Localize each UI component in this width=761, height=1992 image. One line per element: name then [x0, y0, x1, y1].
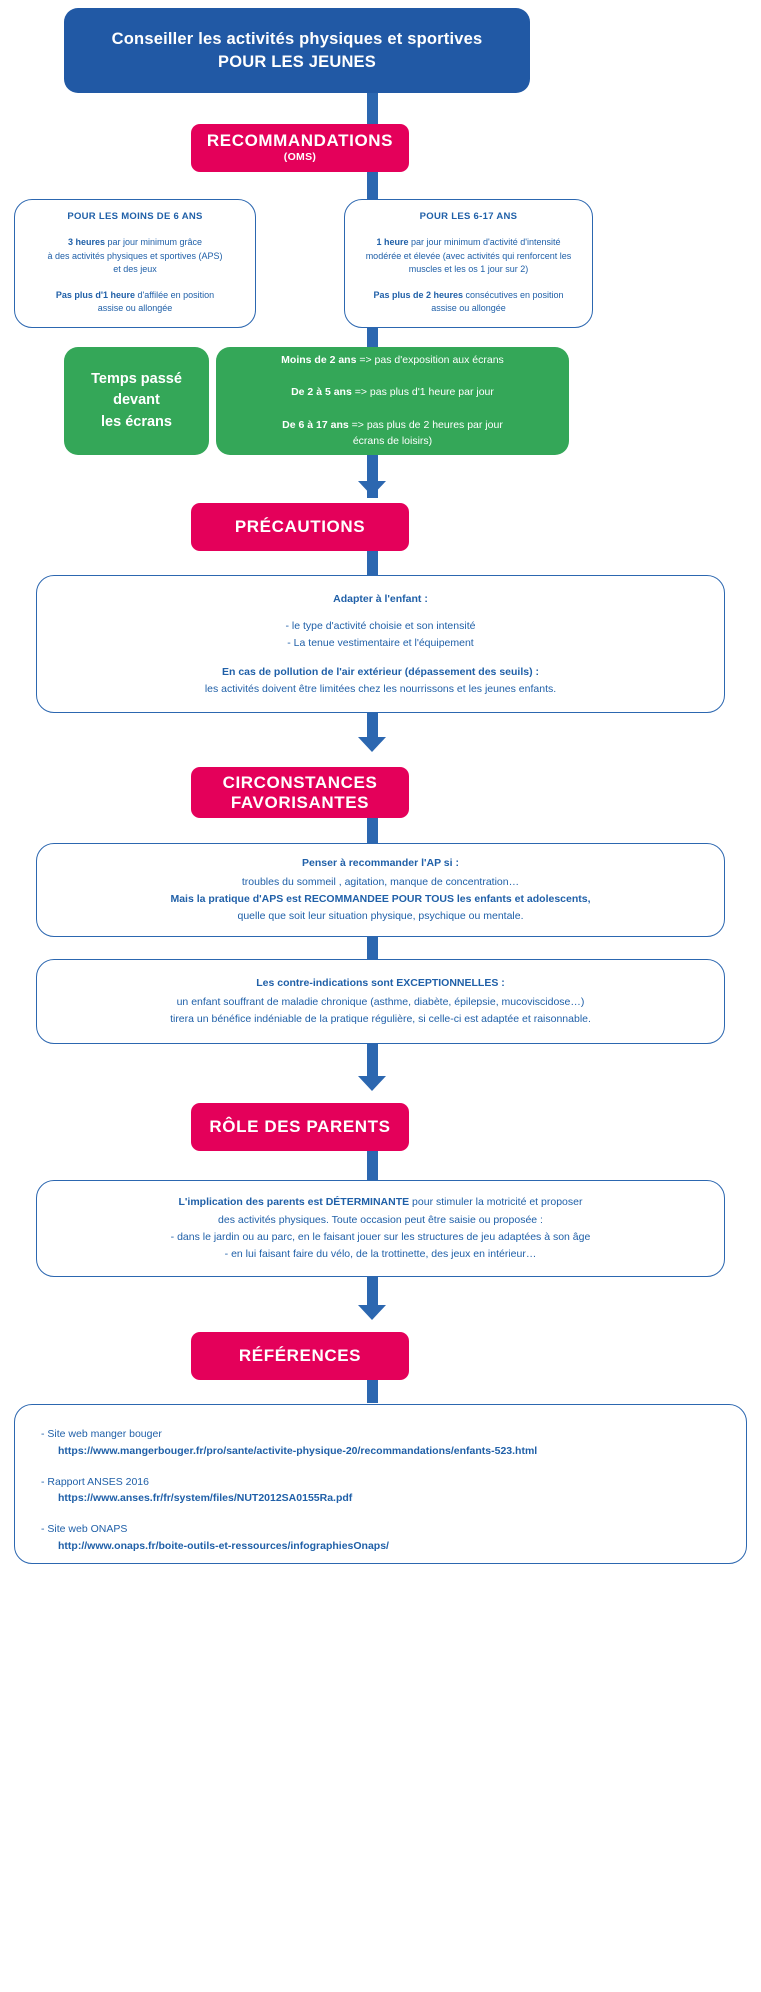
age-box-6-17-para1: 1 heure par jour minimum d'activité d'in… [365, 237, 572, 275]
reference-name-1: - Rapport ANSES 2016 [41, 1475, 149, 1488]
arrow-down-icon-1 [358, 481, 386, 496]
contre-indications-lead: Les contre-indications sont EXCEPTIONNEL… [256, 977, 505, 990]
page-title-line2: POUR LES JEUNES [218, 52, 376, 71]
connector-line-5 [367, 712, 378, 745]
section-heading-circonstances[interactable]: CIRCONSTANCES FAVORISANTES [191, 767, 409, 818]
circonstances-title-line2: FAVORISANTES [230, 792, 370, 812]
precautions-line1: - le type d'activité choisie et son inte… [285, 620, 476, 633]
parents-body-box: L'implication des parents est DÉTERMINAN… [36, 1180, 725, 1277]
role-parents-title: RÔLE DES PARENTS [209, 1117, 391, 1137]
connector-line-6 [367, 818, 378, 846]
section-heading-role-parents[interactable]: RÔLE DES PARENTS [191, 1103, 409, 1151]
age-box-under-6-para2: Pas plus d'1 heure d'affilée en position… [55, 289, 215, 314]
reference-item-0: - Site web manger bouger https://www.man… [41, 1427, 720, 1460]
age-box-6-17-heading: POUR LES 6-17 ANS [419, 211, 518, 223]
age-box-6-17-para2: Pas plus de 2 heures consécutives en pos… [373, 289, 564, 314]
circonstances-line1: troubles du sommeil , agitation, manque … [241, 876, 520, 889]
precautions-lead: Adapter à l'enfant : [333, 592, 428, 605]
arrow-down-icon-4 [358, 1305, 386, 1320]
connector-line-7 [367, 936, 378, 960]
age-box-under-6-heading: POUR LES MOINS DE 6 ANS [67, 211, 203, 223]
connector-line-4 [367, 551, 378, 576]
circonstances-title-line1: CIRCONSTANCES [222, 772, 378, 792]
reference-url-0[interactable]: https://www.mangerbouger.fr/pro/sante/ac… [58, 1444, 538, 1457]
precautions-title: PRÉCAUTIONS [234, 517, 366, 537]
screen-time-label-line2: devant [113, 392, 160, 409]
contre-indications-line2: tirera un bénéfice indéniable de la prat… [170, 1012, 591, 1025]
reference-name-2: - Site web ONAPS [41, 1523, 128, 1536]
parents-line1: des activités physiques. Toute occasion … [218, 1214, 543, 1227]
circonstances-line2: Mais la pratique d'APS est RECOMMANDEE P… [170, 893, 591, 905]
reference-url-1[interactable]: https://www.anses.fr/fr/system/files/NUT… [58, 1492, 353, 1505]
parents-line3: - en lui faisant faire du vélo, de la tr… [224, 1247, 537, 1260]
circonstances-body-box: Penser à recommander l'AP si : troubles … [36, 843, 725, 937]
screen-time-rule-2: De 6 à 17 ans => pas plus de 2 heures pa… [282, 419, 503, 447]
recommandations-subtitle: (OMS) [283, 150, 317, 163]
screen-time-label-line1: Temps passé [91, 371, 182, 388]
screen-time-rule-0: Moins de 2 ans => pas d'exposition aux é… [281, 353, 504, 366]
age-box-under-6: POUR LES MOINS DE 6 ANS 3 heures par jou… [14, 199, 256, 328]
circonstances-line3: quelle que soit leur situation physique,… [237, 909, 524, 922]
section-heading-recommandations[interactable]: RECOMMANDATIONS (OMS) [191, 124, 409, 172]
contre-indications-box: Les contre-indications sont EXCEPTIONNEL… [36, 959, 725, 1044]
section-heading-references[interactable]: RÉFÉRENCES [191, 1332, 409, 1380]
connector-line-1 [367, 93, 378, 128]
recommandations-title: RECOMMANDATIONS [206, 131, 394, 151]
references-box: - Site web manger bouger https://www.man… [14, 1404, 747, 1564]
connector-line-9 [367, 1151, 378, 1181]
screen-time-label: Temps passé devant les écrans [64, 347, 209, 455]
page-title-line1: Conseiller les activités physiques et sp… [111, 30, 483, 49]
reference-name-0: - Site web manger bouger [41, 1428, 162, 1440]
section-heading-precautions[interactable]: PRÉCAUTIONS [191, 503, 409, 551]
connector-line-10 [367, 1277, 378, 1312]
page-title-card: Conseiller les activités physiques et sp… [64, 8, 530, 93]
arrow-down-icon-2 [358, 737, 386, 752]
connector-line-11 [367, 1380, 378, 1403]
circonstances-lead: Penser à recommander l'AP si : [302, 857, 459, 870]
parents-lead: L'implication des parents est DÉTERMINAN… [178, 1196, 583, 1209]
precautions-line3: les activités doivent être limitées chez… [204, 682, 557, 695]
precautions-body-box: Adapter à l'enfant : - le type d'activit… [36, 575, 725, 713]
reference-item-1: - Rapport ANSES 2016 https://www.anses.f… [41, 1475, 720, 1508]
reference-item-2: - Site web ONAPS http://www.onaps.fr/boi… [41, 1522, 720, 1555]
age-box-6-17: POUR LES 6-17 ANS 1 heure par jour minim… [344, 199, 593, 328]
references-title: RÉFÉRENCES [238, 1346, 362, 1366]
reference-url-2[interactable]: http://www.onaps.fr/boite-outils-et-ress… [58, 1539, 389, 1552]
age-box-under-6-para1: 3 heures par jour minimum grâce à des ac… [47, 237, 223, 275]
precautions-line2: - La tenue vestimentaire et l'équipement [287, 637, 474, 650]
precautions-lead2: En cas de pollution de l'air extérieur (… [221, 665, 539, 678]
parents-line2: - dans le jardin ou au parc, en le faisa… [170, 1231, 591, 1243]
screen-time-rules: Moins de 2 ans => pas d'exposition aux é… [216, 347, 569, 455]
screen-time-rule-1: De 2 à 5 ans => pas plus d'1 heure par j… [291, 386, 494, 399]
connector-line-8 [367, 1043, 378, 1083]
arrow-down-icon-3 [358, 1076, 386, 1091]
connector-line-3 [367, 455, 378, 498]
contre-indications-line1: un enfant souffrant de maladie chronique… [176, 996, 585, 1009]
screen-time-label-line3: les écrans [101, 413, 172, 430]
